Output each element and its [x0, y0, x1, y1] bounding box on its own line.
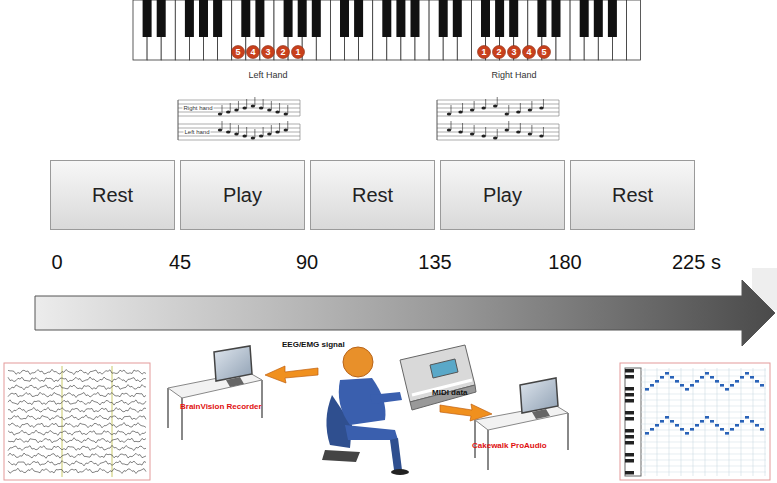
signal-label: MIDI data	[432, 389, 468, 397]
black-key	[199, 0, 208, 37]
staff-label: Left hand	[183, 129, 210, 135]
eeg-traces	[8, 366, 146, 477]
black-key	[594, 0, 603, 37]
eeg-arrow	[265, 366, 318, 383]
black-key	[213, 0, 222, 37]
piano-keyboard	[133, 0, 641, 60]
finger-dot	[277, 46, 290, 59]
recording-computer	[168, 346, 262, 440]
piano-roll	[625, 368, 766, 476]
finger-dot	[232, 46, 245, 59]
staff-label: Right hand	[182, 105, 213, 111]
black-key	[354, 0, 363, 37]
black-key	[241, 0, 250, 37]
time-tick: 45	[169, 252, 191, 272]
black-key	[340, 0, 349, 37]
black-key	[552, 0, 561, 37]
midi-arrow	[440, 404, 492, 421]
midi-panel	[620, 363, 770, 480]
finger-number: 2	[280, 48, 285, 57]
black-key	[495, 0, 504, 37]
sheet-music	[178, 97, 559, 140]
finger-number: 1	[481, 48, 486, 57]
black-key	[185, 0, 194, 37]
phase-label: Play	[483, 184, 522, 207]
black-key	[580, 0, 589, 37]
finger-number: 4	[250, 48, 255, 57]
finger-dot	[292, 46, 305, 59]
white-key	[627, 0, 641, 60]
phase-box: Rest	[570, 160, 695, 230]
phase-label: Rest	[612, 184, 653, 207]
finger-dot	[478, 46, 491, 59]
black-key	[312, 0, 321, 37]
finger-number: 3	[265, 48, 270, 57]
black-key	[411, 0, 420, 37]
black-key	[255, 0, 264, 37]
black-key	[608, 0, 617, 37]
software-label: Cakewalk ProAudio	[472, 442, 547, 450]
finger-number: 5	[541, 48, 546, 57]
black-key	[284, 0, 293, 37]
black-key	[143, 0, 152, 37]
finger-number: 3	[511, 48, 516, 57]
black-key	[396, 0, 405, 37]
signal-label: EEG/EMG signal	[282, 341, 345, 349]
finger-number: 1	[295, 48, 300, 57]
finger-dot	[247, 46, 260, 59]
hand-label: Left Hand	[248, 71, 287, 80]
finger-dot	[262, 46, 275, 59]
phase-label: Play	[223, 184, 262, 207]
time-tick: 225 s	[672, 252, 721, 272]
finger-number: 5	[235, 48, 240, 57]
black-key	[509, 0, 518, 37]
black-key	[298, 0, 307, 37]
midi-computer	[475, 378, 568, 470]
phase-box: Rest	[310, 160, 435, 230]
phase-label: Rest	[92, 184, 133, 207]
time-tick: 135	[418, 252, 451, 272]
black-key	[157, 0, 166, 37]
software-label: BrainVision Recorder	[180, 403, 262, 411]
time-tick: 180	[548, 252, 581, 272]
finger-dot	[493, 46, 506, 59]
phase-box: Play	[440, 160, 565, 230]
phase-box: Play	[180, 160, 305, 230]
time-tick: 90	[296, 252, 318, 272]
black-key	[439, 0, 448, 37]
black-key	[453, 0, 462, 37]
black-key	[537, 0, 546, 37]
black-key	[481, 0, 490, 37]
finger-dot	[523, 46, 536, 59]
finger-dot	[538, 46, 551, 59]
phase-box: Rest	[50, 160, 175, 230]
finger-number: 4	[526, 48, 531, 57]
phase-label: Rest	[352, 184, 393, 207]
hand-label: Right Hand	[491, 71, 536, 80]
finger-dot	[508, 46, 521, 59]
black-key	[382, 0, 391, 37]
eeg-panel	[4, 363, 150, 480]
time-arrow	[35, 280, 775, 346]
finger-number: 2	[496, 48, 501, 57]
time-tick: 0	[51, 252, 62, 272]
